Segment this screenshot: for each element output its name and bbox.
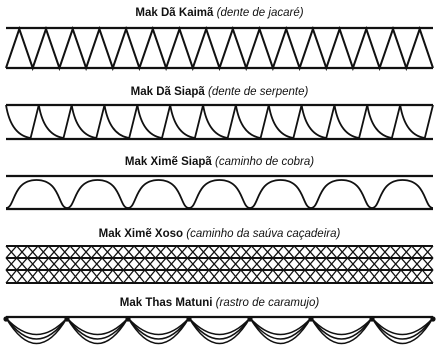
pattern-3-meaning: (caminho de cobra) (215, 156, 314, 168)
pattern-2-tooth (72, 105, 105, 138)
pattern-1-name: Mak Dã Kaimã (135, 7, 213, 19)
pattern-2-name: Mak Dã Siapã (131, 86, 205, 98)
pattern-3-snake-path-graphic (0, 172, 439, 216)
pattern-2-meaning: (dente de serpente) (208, 86, 308, 98)
pattern-5-dot (247, 316, 252, 321)
pattern-2-tooth (400, 105, 433, 138)
pattern-5-dot (430, 316, 435, 321)
pattern-4-zigzag (6, 246, 433, 258)
pattern-4-name: Mak Ximẽ Xoso (99, 228, 183, 240)
pattern-1-title: Mak Dã Kaimã (dente de jacaré) (0, 6, 439, 20)
pattern-2-tooth (269, 105, 302, 138)
pattern-4-zigzag (6, 270, 433, 283)
pattern-5-dot (308, 316, 313, 321)
pattern-5-snail-trail-graphic (0, 313, 439, 351)
pattern-5-scallop (189, 318, 250, 339)
pattern-5-dot (64, 316, 69, 321)
pattern-2-tooth (39, 105, 72, 138)
pattern-5-scallop (250, 318, 311, 339)
pattern-2-tooth (236, 105, 269, 138)
pattern-2-tooth (203, 105, 236, 138)
pattern-2-tooth (335, 105, 368, 138)
pattern-4-title: Mak Ximẽ Xoso (caminho da saúva caçadeir… (0, 227, 439, 241)
pattern-2-tooth (170, 105, 203, 138)
pattern-5-scallop (6, 318, 67, 339)
pattern-4-zigzag (6, 258, 433, 270)
pattern-4-zigzag (6, 246, 433, 258)
pattern-5-scallop (128, 318, 189, 339)
pattern-5-name: Mak Thas Matuni (120, 297, 213, 309)
pattern-4-zigzag (6, 270, 433, 283)
pattern-4-zigzag (6, 258, 433, 270)
pattern-5-dot (125, 316, 130, 321)
pattern-3-title: Mak Ximẽ Siapã (caminho de cobra) (0, 155, 439, 169)
pattern-5-dot (186, 316, 191, 321)
pattern-2-tooth (302, 105, 335, 138)
pattern-2-tooth (6, 105, 39, 138)
pattern-1-zigzag (6, 29, 433, 68)
pattern-3-name: Mak Ximẽ Siapã (125, 156, 212, 168)
pattern-5-scallop (67, 318, 128, 339)
pattern-2-tooth (105, 105, 138, 138)
pattern-5-dot (369, 316, 374, 321)
pattern-1-meaning: (dente de jacaré) (217, 7, 304, 19)
pattern-5-title: Mak Thas Matuni (rastro de caramujo) (0, 296, 439, 310)
pattern-4-hunter-ant-path-graphic (0, 243, 439, 288)
pattern-4-meaning: (caminho da saúva caçadeira) (186, 228, 340, 240)
pattern-2-tooth (137, 105, 170, 138)
pattern-5-scallop (372, 318, 433, 339)
pattern-3-wave (6, 180, 433, 208)
pattern-5-dot (3, 316, 8, 321)
pattern-1-caiman-teeth-graphic (0, 24, 439, 74)
pattern-5-scallop (311, 318, 372, 339)
pattern-5-meaning: (rastro de caramujo) (216, 297, 320, 309)
pattern-2-serpent-teeth-graphic (0, 101, 439, 145)
pattern-2-tooth (367, 105, 400, 138)
pattern-2-title: Mak Dã Siapã (dente de serpente) (0, 85, 439, 99)
